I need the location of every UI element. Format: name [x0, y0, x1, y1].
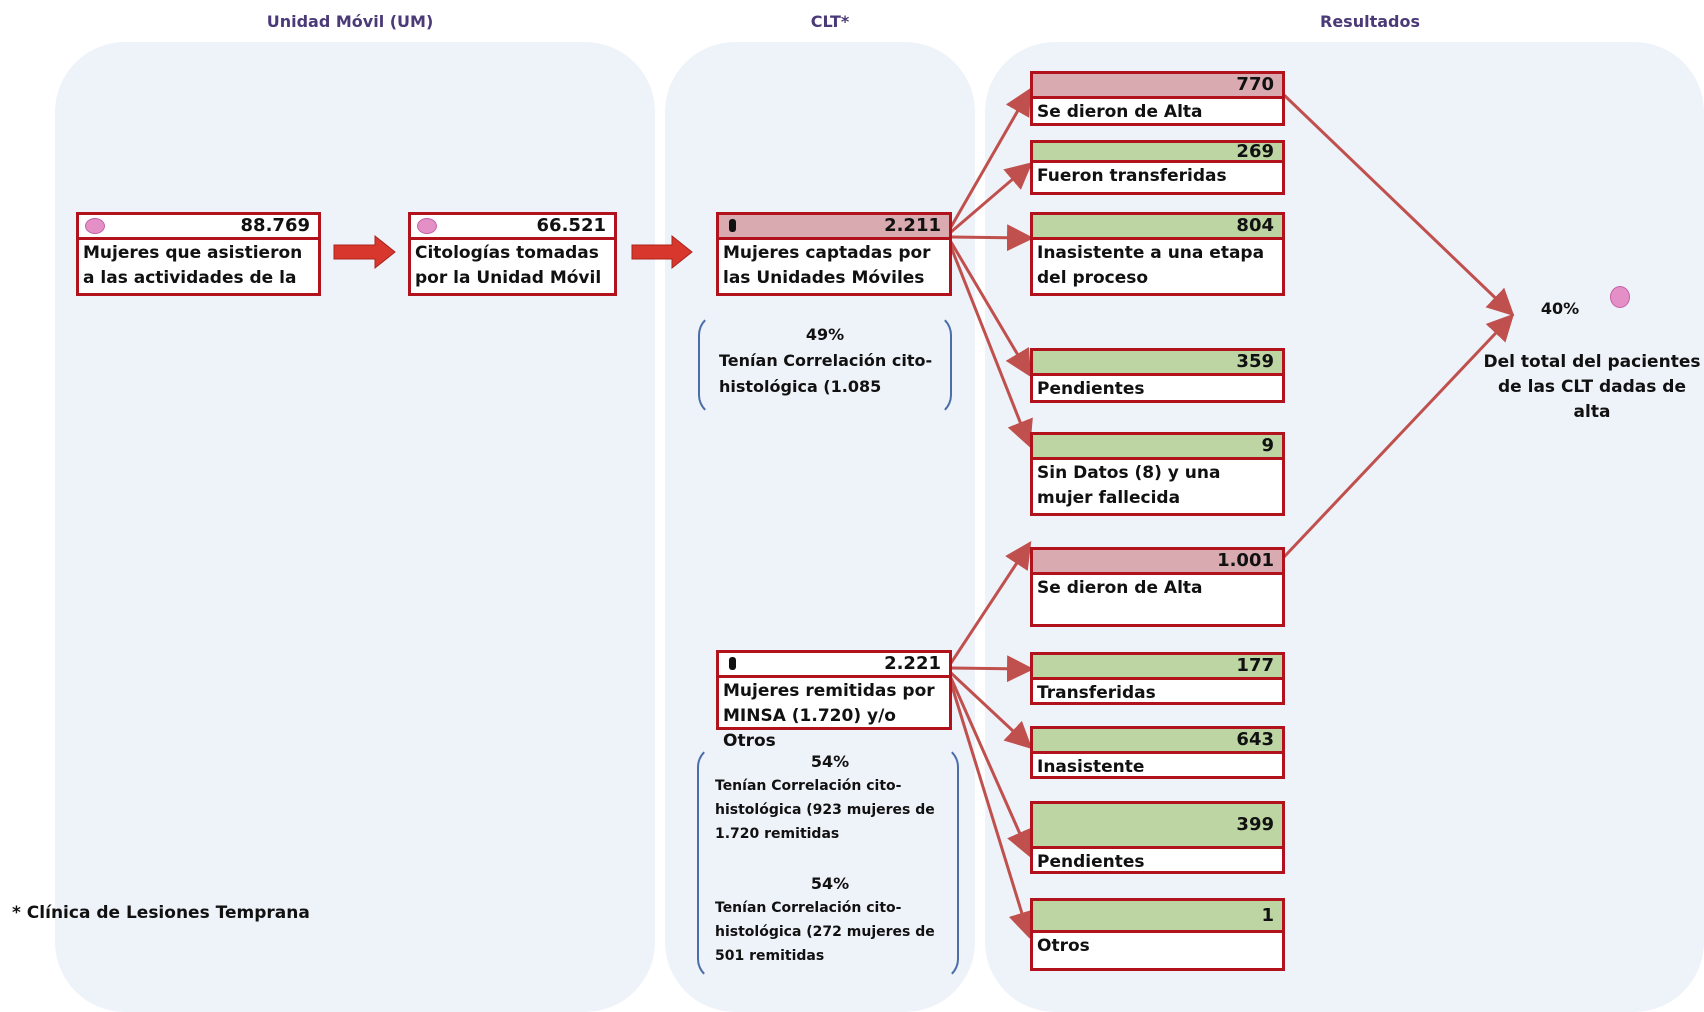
- label-alta-bottom: Se dieron de Alta: [1037, 578, 1203, 598]
- arrow-to-alta-top: [949, 87, 1031, 228]
- box-transferidas-bottom: 177 Transferidas: [1030, 652, 1285, 705]
- box-alta-top: 770 Se dieron de Alta: [1030, 71, 1285, 126]
- note-3-text: Tenían Correlación cito-histológica (272…: [715, 900, 935, 964]
- box-otros-bottom: 1 Otros: [1030, 898, 1285, 971]
- box-mujeres-remitidas: 2.221 Mujeres remitidas por MINSA (1.720…: [716, 650, 952, 751]
- box-pendientes-bottom: 399 Pendientes: [1030, 801, 1285, 874]
- block-arrow-2: [631, 234, 693, 270]
- arrow-to-inasistente-bottom: [949, 671, 1033, 750]
- label-otros-bottom: Otros: [1037, 936, 1090, 956]
- header-resultados: Resultados: [1320, 12, 1420, 31]
- label-alta-top: Se dieron de Alta: [1037, 102, 1203, 122]
- label-mujeres-asistieron: Mujeres que asistieron a las actividades…: [83, 243, 303, 288]
- header-unidad-movil: Unidad Móvil (UM): [266, 12, 434, 31]
- box-alta-bottom: 1.001 Se dieron de Alta: [1030, 547, 1285, 627]
- box-citologias: 66.521 Citologías tomadas por la Unidad …: [408, 212, 617, 296]
- box-inasistente-bottom: 643 Inasistente: [1030, 726, 1285, 779]
- header-clt: CLT*: [810, 12, 850, 31]
- arrow-to-sindatos-top: [949, 246, 1033, 448]
- arrow-to-inasistente-top: [950, 224, 1034, 252]
- note-bracket-2: [697, 745, 959, 981]
- label-inasistente-top: Inasistente a una etapa del proceso: [1037, 243, 1265, 288]
- note-correlacion-2: 54% Tenían Correlación cito-histológica …: [715, 750, 945, 846]
- label-citologias: Citologías tomadas por la Unidad Móvil: [415, 243, 602, 288]
- arrow-to-pendientes-bottom: [949, 677, 1032, 858]
- note-bracket-1: [698, 313, 952, 417]
- label-transferidas-bottom: Transferidas: [1037, 683, 1156, 703]
- box-inasistente-top: 804 Inasistente a una etapa del proceso: [1030, 212, 1285, 296]
- label-transferidas-top: Fueron transferidas: [1037, 166, 1227, 186]
- summary-pct: 40%: [1540, 299, 1580, 318]
- value-66521: 66.521: [536, 215, 606, 236]
- box-mujeres-asistieron: 88.769 Mujeres que asistieron a las acti…: [76, 212, 321, 296]
- note-1-pct: 49%: [805, 325, 845, 344]
- note-1-text: Tenían Correlación cito-histológica (1.0…: [719, 351, 933, 396]
- value-804: 804: [1033, 215, 1282, 240]
- value-643: 643: [1033, 729, 1282, 754]
- arrow-to-pendientes-top: [949, 241, 1032, 378]
- box-pendientes-top: 359 Pendientes: [1030, 348, 1285, 403]
- value-177: 177: [1033, 655, 1282, 680]
- pink-circle-icon: [417, 218, 437, 234]
- value-770: 770: [1033, 74, 1282, 99]
- note-correlacion-3: 54% Tenían Correlación cito-histológica …: [715, 872, 945, 968]
- value-2221: 2.221: [884, 653, 941, 674]
- arrow-alta-top-to-summary: [1282, 93, 1515, 317]
- arrow-to-alta-bottom: [949, 540, 1032, 664]
- summary-text: Del total del pacientes de las CLT dadas…: [1483, 352, 1701, 422]
- label-mujeres-captadas: Mujeres captadas por las Unidades Móvile…: [723, 243, 931, 288]
- value-88769: 88.769: [240, 215, 310, 236]
- label-sindatos-top: Sin Datos (8) y una mujer fallecida: [1037, 463, 1221, 508]
- panel-clt: [665, 42, 975, 1012]
- arrow-to-transferidas-bottom: [950, 655, 1034, 683]
- value-399: 399: [1033, 804, 1282, 849]
- value-2211: 2.211: [884, 215, 941, 236]
- box-transferidas-top: 269 Fueron transferidas: [1030, 140, 1285, 195]
- value-1: 1: [1033, 901, 1282, 933]
- pin-icon: [729, 219, 736, 232]
- value-269: 269: [1033, 143, 1282, 163]
- arrow-to-otros-bottom: [949, 682, 1035, 939]
- label-inasistente-bottom: Inasistente: [1037, 757, 1145, 777]
- value-9: 9: [1033, 435, 1282, 460]
- box-sindatos-top: 9 Sin Datos (8) y una mujer fallecida: [1030, 432, 1285, 516]
- value-359: 359: [1033, 351, 1282, 376]
- panel-unidad-movil: [55, 42, 655, 1012]
- note-correlacion-1: 49% Tenían Correlación cito-histológica …: [705, 322, 945, 400]
- note-2-pct: 54%: [810, 752, 850, 771]
- box-mujeres-captadas: 2.211 Mujeres captadas por las Unidades …: [716, 212, 952, 296]
- block-arrow-1: [333, 234, 396, 270]
- pin-icon: [729, 657, 736, 670]
- label-mujeres-remitidas: Mujeres remitidas por MINSA (1.720) y/o …: [723, 681, 935, 751]
- pink-circle-icon: [1610, 286, 1630, 308]
- note-3-pct: 54%: [810, 874, 850, 893]
- arrow-to-transferidas-top: [950, 162, 1033, 234]
- value-1001: 1.001: [1033, 550, 1282, 575]
- label-pendientes-bottom: Pendientes: [1037, 852, 1145, 872]
- pink-circle-icon: [85, 218, 105, 234]
- arrow-alta-bottom-to-summary: [1282, 313, 1515, 559]
- note-2-text: Tenían Correlación cito-histológica (923…: [715, 778, 935, 842]
- footnote: * Clínica de Lesiones Temprana: [12, 903, 310, 923]
- label-pendientes-top: Pendientes: [1037, 379, 1145, 399]
